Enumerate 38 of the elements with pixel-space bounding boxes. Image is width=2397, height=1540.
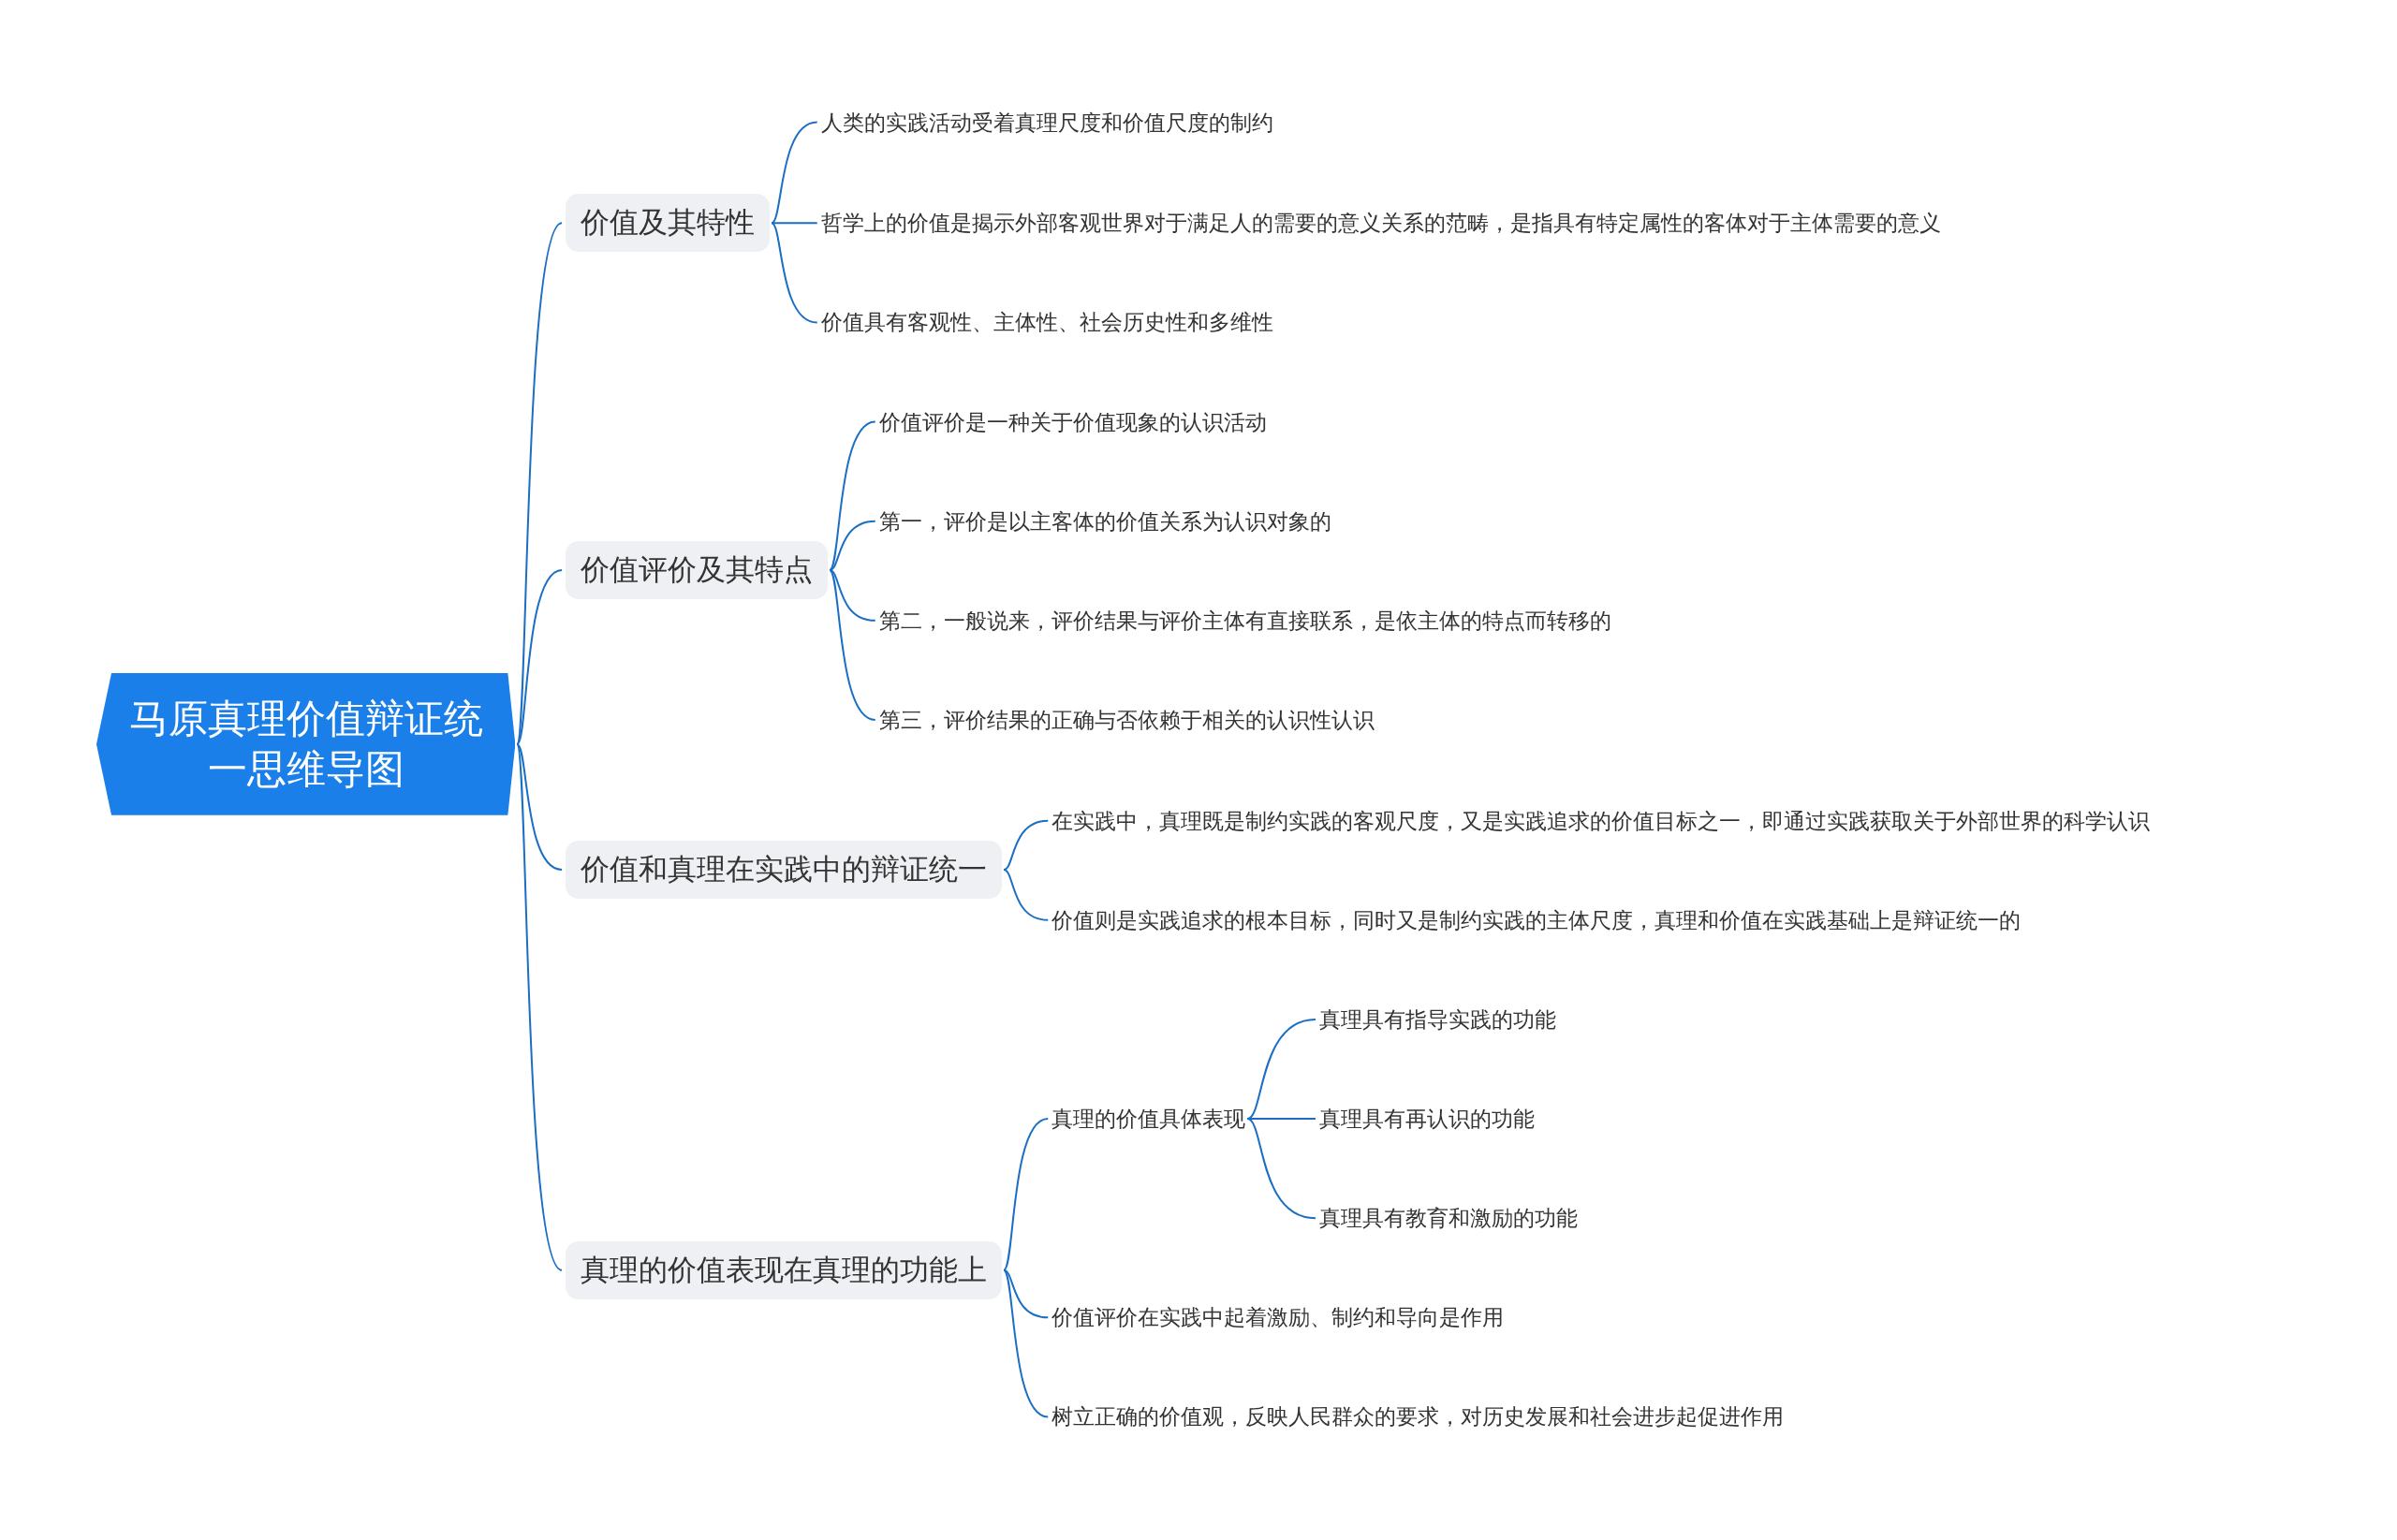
connector-line bbox=[516, 743, 564, 1271]
topic-box: 价值及其特性 bbox=[566, 194, 771, 253]
connector-line bbox=[1246, 1118, 1316, 1220]
subtopic-text: 价值评价在实践中起着激励、制约和导向是作用 bbox=[1051, 1303, 1505, 1332]
connector-line bbox=[771, 222, 818, 225]
topic-box: 真理的价值表现在真理的功能上 bbox=[566, 1240, 1003, 1299]
subtopic-text: 第一，评价是以主客体的价值关系为认识对象的 bbox=[878, 506, 1331, 535]
connector-line bbox=[516, 743, 564, 871]
connector-line bbox=[1003, 819, 1050, 871]
connector-line bbox=[1246, 1118, 1316, 1121]
subtopic-text: 真理具有再认识的功能 bbox=[1318, 1105, 1535, 1134]
subtopic-text: 哲学上的价值是揭示外部客观世界对于满足人的需要的意义关系的范畴，是指具有特定属性的客体对于主体需要的意义 bbox=[820, 209, 1941, 238]
connector-line bbox=[771, 222, 818, 324]
connector-line bbox=[1003, 1269, 1050, 1319]
connector-line bbox=[1003, 1269, 1050, 1418]
connector-line bbox=[829, 568, 876, 622]
subtopic-text: 第二，一般说来，评价结果与评价主体有直接联系，是依主体的特点而转移的 bbox=[878, 606, 1611, 635]
subtopic-text: 真理的价值具体表现 bbox=[1051, 1105, 1246, 1134]
subtopic-text: 价值具有客观性、主体性、社会历史性和多维性 bbox=[820, 308, 1273, 337]
connector-line bbox=[829, 520, 876, 571]
connector-line bbox=[771, 121, 818, 225]
connector-line bbox=[1003, 1118, 1050, 1271]
topic-box: 价值评价及其特点 bbox=[566, 540, 829, 599]
subtopic-text: 在实践中，真理既是制约实践的客观尺度，又是实践追求的价值目标之一，即通过实践获取关于外部世界的科学认识 bbox=[1051, 806, 2151, 835]
connector-line bbox=[829, 420, 876, 571]
subtopic-text: 人类的实践活动受着真理尺度和价值尺度的制约 bbox=[820, 108, 1273, 137]
subtopic-text: 真理具有指导实践的功能 bbox=[1318, 1005, 1556, 1034]
subtopic-text: 价值评价是一种关于价值现象的认识活动 bbox=[878, 407, 1267, 436]
subtopic-text: 真理具有教育和激励的功能 bbox=[1318, 1204, 1578, 1233]
connector-line bbox=[1246, 1018, 1316, 1121]
connector-line bbox=[516, 568, 564, 746]
central-topic: 马原真理价值辩证统一思维导图 bbox=[96, 673, 516, 815]
topic-box: 价值和真理在实践中的辩证统一 bbox=[566, 840, 1003, 899]
subtopic-text: 第三，评价结果的正确与否依赖于相关的认识性认识 bbox=[878, 705, 1375, 734]
connector-line bbox=[1003, 868, 1050, 921]
connector-line bbox=[829, 568, 876, 721]
subtopic-text: 价值则是实践追求的根本目标，同时又是制约实践的主体尺度，真理和价值在实践基础上是辩证统一的 bbox=[1051, 905, 2022, 934]
subtopic-text: 树立正确的价值观，反映人民群众的要求，对历史发展和社会进步起促进作用 bbox=[1051, 1402, 1785, 1431]
